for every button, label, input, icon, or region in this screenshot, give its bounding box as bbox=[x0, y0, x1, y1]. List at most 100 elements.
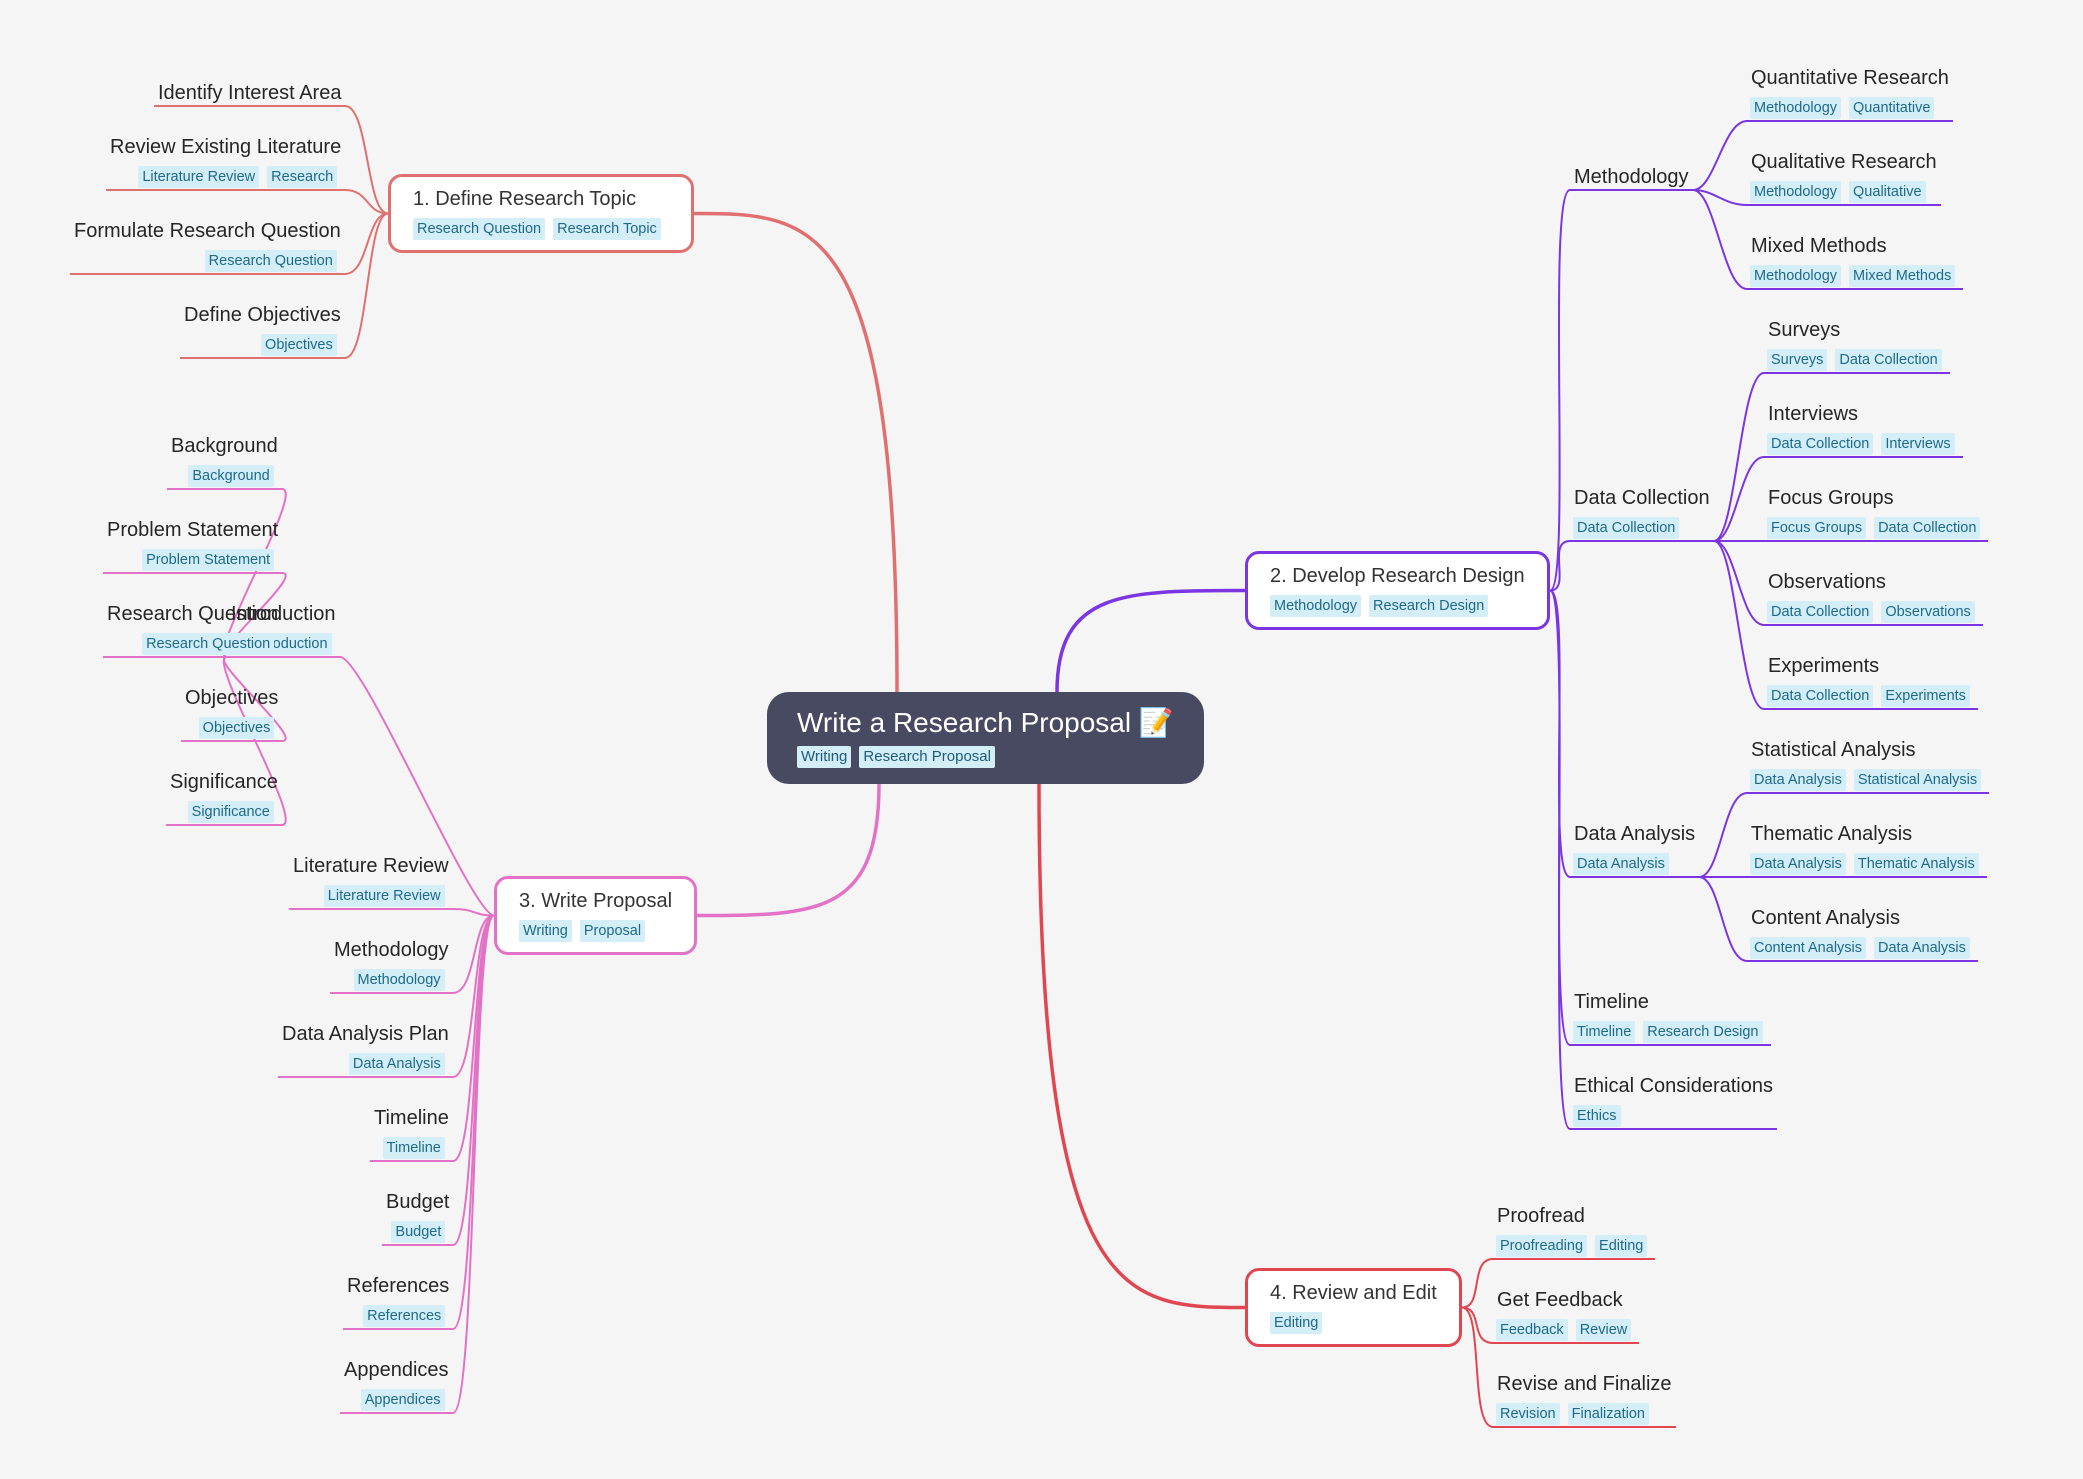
tag-badge[interactable]: Research Topic bbox=[553, 218, 661, 240]
tag-badge[interactable]: References bbox=[363, 1305, 446, 1327]
tag-badge[interactable]: Experiments bbox=[1881, 685, 1970, 707]
tag-badge[interactable]: Proposal bbox=[579, 920, 646, 942]
tag-badge[interactable]: Data Analysis bbox=[348, 1053, 445, 1075]
tag-badge[interactable]: Data Analysis bbox=[1874, 937, 1970, 959]
tag-badge[interactable]: Methodology bbox=[1270, 595, 1362, 617]
tag-badge[interactable]: Editing bbox=[1595, 1235, 1648, 1257]
tag-badge[interactable]: Data Analysis bbox=[1750, 853, 1846, 875]
tag-badge[interactable]: Methodology bbox=[1750, 181, 1842, 203]
tag-badge[interactable]: Data Collection bbox=[1573, 517, 1680, 539]
tag-badge[interactable]: Methodology bbox=[1750, 265, 1842, 287]
tag-badge[interactable]: Ethics bbox=[1573, 1105, 1621, 1127]
tag-badge[interactable]: Research Question bbox=[204, 250, 337, 272]
tag-badge[interactable]: Literature Review bbox=[323, 885, 445, 907]
tag-badge[interactable]: Writing bbox=[519, 920, 572, 942]
tag-badge[interactable]: Literature Review bbox=[138, 166, 260, 188]
tag-badge[interactable]: Mixed Methods bbox=[1849, 265, 1956, 287]
tag-badge[interactable]: Methodology bbox=[1750, 97, 1842, 119]
tag-badge[interactable]: Objectives bbox=[198, 717, 275, 739]
tag-badge[interactable]: Observations bbox=[1881, 601, 1975, 623]
tag-badge[interactable]: Research Question bbox=[142, 633, 275, 655]
tag-badge[interactable]: Content Analysis bbox=[1750, 937, 1867, 959]
tag-badge[interactable]: Budget bbox=[391, 1221, 446, 1243]
tag-badge[interactable]: Data Collection bbox=[1767, 601, 1874, 623]
tag-badge[interactable]: Review bbox=[1575, 1319, 1632, 1341]
tag-badge[interactable]: Data Collection bbox=[1835, 349, 1942, 371]
tag-badge[interactable]: Objectives bbox=[261, 334, 337, 356]
tag-badge[interactable]: Revision bbox=[1496, 1403, 1560, 1425]
tag-badge[interactable]: Statistical Analysis bbox=[1853, 769, 1982, 791]
topic-title: Review Existing Literature bbox=[110, 136, 342, 158]
tag-badge[interactable]: Research Design bbox=[1369, 595, 1489, 617]
topic-node[interactable]: Methodology bbox=[1570, 164, 1693, 190]
tag-badge[interactable]: Significance bbox=[187, 801, 274, 823]
tag-badge[interactable]: Interviews bbox=[1881, 433, 1955, 455]
tag-badge[interactable]: Writing bbox=[797, 746, 852, 768]
topic-node[interactable]: Identify Interest Area bbox=[154, 80, 345, 106]
tag-badge[interactable]: Quantitative bbox=[1849, 97, 1935, 119]
tag-badge[interactable]: Data Analysis bbox=[1573, 853, 1669, 875]
tag-badge[interactable]: Finalization bbox=[1567, 1403, 1649, 1425]
tag-badge[interactable]: Editing bbox=[1270, 1312, 1323, 1334]
tag-badge[interactable]: Surveys bbox=[1767, 349, 1828, 371]
tag-badge[interactable]: Timeline bbox=[1573, 1021, 1636, 1043]
tag-badge[interactable]: Appendices bbox=[360, 1389, 445, 1411]
tag-badge[interactable]: Proofreading bbox=[1496, 1235, 1588, 1257]
tag-badge[interactable]: Feedback bbox=[1496, 1319, 1568, 1341]
tag-badge[interactable]: Research bbox=[267, 166, 338, 188]
tag-badge[interactable]: Qualitative bbox=[1849, 181, 1926, 203]
tag-badge[interactable]: Background bbox=[188, 465, 274, 487]
tag-badge[interactable]: Research Question bbox=[413, 218, 546, 240]
tag-badge[interactable]: Data Collection bbox=[1767, 433, 1874, 455]
tag-badge[interactable]: Methodology bbox=[353, 969, 445, 991]
tag-badge[interactable]: Research Design bbox=[1643, 1021, 1763, 1043]
tag-badge[interactable]: Data Collection bbox=[1874, 517, 1981, 539]
tag-badge[interactable]: Thematic Analysis bbox=[1853, 853, 1979, 875]
tag-badge[interactable]: Data Analysis bbox=[1750, 769, 1846, 791]
tag-badge[interactable]: Timeline bbox=[382, 1137, 445, 1159]
tag-badge[interactable]: Data Collection bbox=[1767, 685, 1874, 707]
tag-badge[interactable]: Focus Groups bbox=[1767, 517, 1867, 539]
tag-badge[interactable]: Problem Statement bbox=[142, 549, 275, 571]
topic-title: Timeline bbox=[374, 1107, 449, 1129]
tag-badge[interactable]: Research Proposal bbox=[859, 746, 995, 768]
